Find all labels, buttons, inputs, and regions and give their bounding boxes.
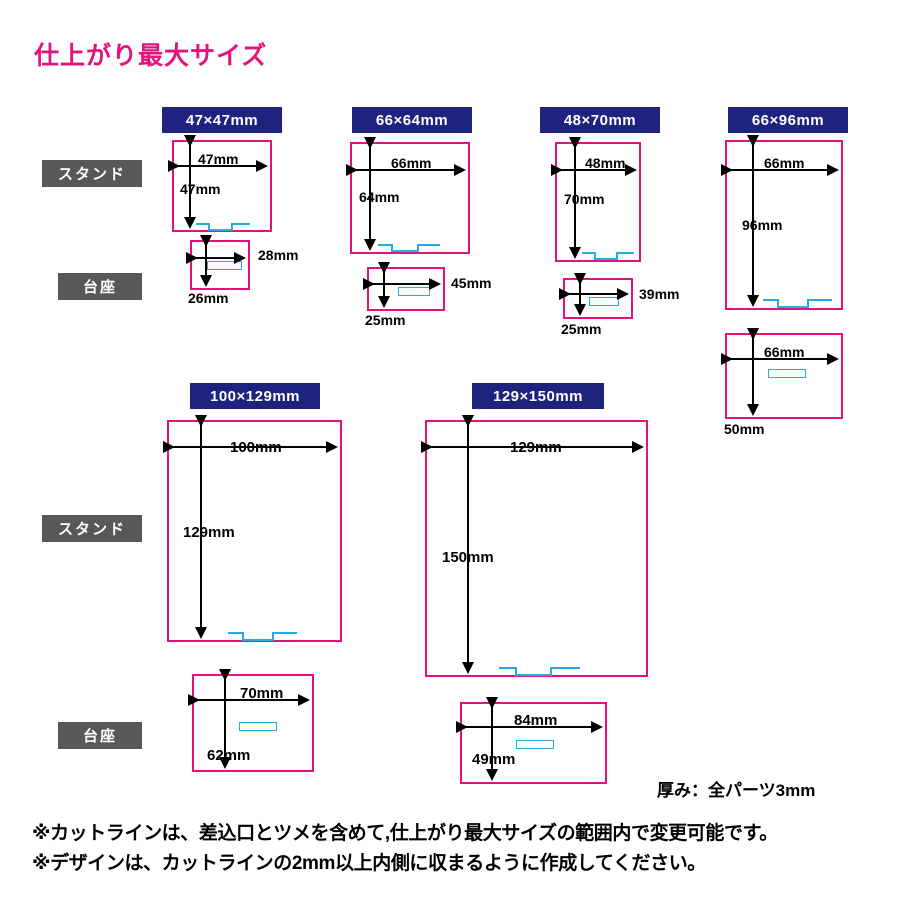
thickness-note: 厚み：全パーツ3mm [657, 781, 816, 800]
slot-base-66x64 [398, 287, 430, 296]
page-title: 仕上がり最大サイズ [34, 42, 268, 70]
dim-stand-width-47: 47mm [196, 151, 241, 167]
dim-base-width-25b: 25mm [559, 321, 604, 337]
dim-base-width-70: 70mm [238, 685, 286, 702]
size-badge-47x47: 47×47mm [162, 107, 282, 133]
dim-stand-width-66: 66mm [389, 155, 434, 171]
slot-base-100x129 [239, 722, 277, 731]
row-label-stand-top: スタンド [42, 160, 142, 187]
dim-stand-width-66b: 66mm [762, 155, 807, 171]
note-line-2: ※デザインは、カットラインの2mm以上内側に収まるように作成してください。 [32, 853, 706, 874]
dim-base-height-28: 28mm [256, 247, 301, 263]
dim-stand-width-100: 100mm [228, 439, 284, 456]
dim-base-height-49: 49mm [470, 751, 518, 768]
size-badge-129x150: 129×150mm [472, 383, 604, 409]
slot-base-47x47 [207, 261, 242, 270]
dim-base-width-25: 25mm [363, 312, 408, 328]
dim-base-height-39: 39mm [637, 286, 682, 302]
dim-base-height-50: 50mm [722, 421, 767, 437]
row-label-base-bottom: 台座 [58, 722, 142, 749]
note-line-1: ※カットラインは、差込口とツメを含めて,仕上がり最大サイズの範囲内で変更可能です… [32, 823, 778, 844]
slot-base-129x150 [516, 740, 554, 749]
size-badge-66x64: 66×64mm [352, 107, 472, 133]
dim-stand-width-129: 129mm [508, 439, 564, 456]
row-label-base-top: 台座 [58, 273, 142, 300]
size-badge-100x129: 100×129mm [190, 383, 320, 409]
dim-base-width-66: 66mm [762, 344, 807, 360]
row-label-stand-bottom: スタンド [42, 515, 142, 542]
size-badge-48x70: 48×70mm [540, 107, 660, 133]
slot-base-48x70 [589, 297, 619, 306]
dim-stand-height-47: 47mm [178, 181, 223, 197]
dim-stand-height-96: 96mm [740, 217, 785, 233]
dim-stand-height-150: 150mm [440, 549, 496, 566]
dim-base-height-45: 45mm [449, 275, 494, 291]
dim-base-width-84: 84mm [512, 712, 560, 729]
dim-stand-height-129: 129mm [181, 524, 237, 541]
size-badge-66x96: 66×96mm [728, 107, 848, 133]
dim-base-width-26: 26mm [186, 290, 231, 306]
dim-stand-width-48: 48mm [583, 155, 628, 171]
dim-base-height-62: 62mm [205, 747, 253, 764]
dim-stand-height-70: 70mm [562, 191, 607, 207]
slot-base-66x96 [768, 369, 806, 378]
dim-stand-height-64: 64mm [357, 189, 402, 205]
